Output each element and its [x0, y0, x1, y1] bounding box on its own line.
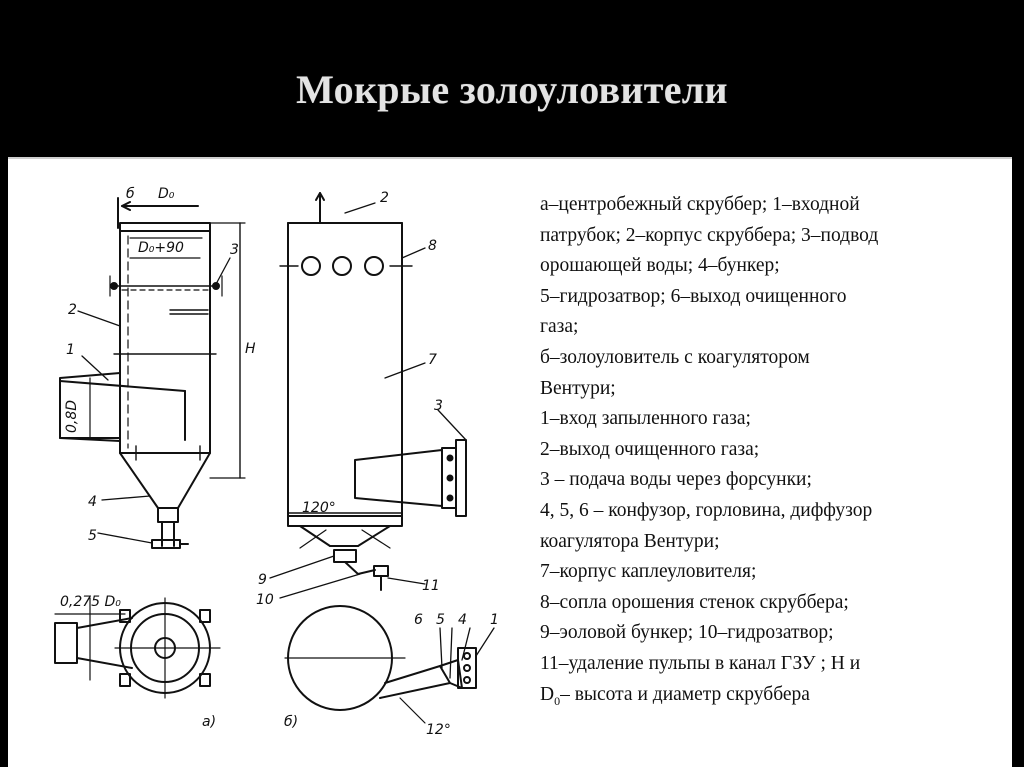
label-2-right: 2	[380, 190, 389, 206]
technical-drawing: б D₀ D₀+90 3 2 1 0,8D H 4 5 2 8 7 3 120°…	[54, 186, 499, 738]
label-9: 9	[258, 572, 267, 588]
label-inlet-width: 0,8D	[64, 400, 80, 433]
label-d0-plus-90: D₀+90	[138, 240, 184, 256]
scrubber-plan	[54, 597, 221, 699]
label-angle-120: 120°	[302, 500, 336, 516]
caption-line-6: б–золоуловитель с коагулятором	[540, 346, 810, 368]
caption-line-12: коагулятора Вентури;	[540, 530, 720, 552]
panel-divider	[8, 157, 1012, 159]
label-1-left: 1	[66, 342, 75, 358]
label-4-bottom: 4	[458, 612, 467, 628]
label-h: H	[245, 341, 256, 357]
caption-line-10: 3 – подача воды через форсунки;	[540, 469, 812, 491]
label-7: 7	[428, 352, 437, 368]
caption-last-suffix: – высота и диаметр скруббера	[560, 683, 810, 705]
caption-line-16: 11–удаление пульпы в канал ГЗУ ; Н и	[540, 652, 861, 674]
label-11: 11	[422, 578, 440, 594]
caption-last-prefix: D	[540, 683, 555, 705]
slide-title: Мокрые золоуловители	[296, 67, 728, 112]
label-5-left: 5	[88, 528, 97, 544]
label-view-a: а)	[202, 714, 216, 730]
content-panel	[8, 158, 1012, 767]
label-plan-dim: 0,275 D₀	[60, 594, 121, 610]
caption-line-13: 7–корпус каплеуловителя;	[540, 561, 757, 583]
label-8: 8	[428, 238, 437, 254]
label-d0: D₀	[158, 186, 175, 202]
label-6-bottom: 6	[414, 612, 423, 628]
label-view-b: б)	[284, 714, 298, 730]
slide-header	[0, 0, 1024, 158]
caption-line-11: 4, 5, 6 – конфузор, горловина, диффузор	[540, 499, 873, 521]
label-5-bottom: 5	[436, 612, 445, 628]
caption-line-17: D0– высота и диаметр скруббера	[540, 680, 1000, 711]
caption-line-7: Вентури;	[540, 377, 616, 399]
caption-line-14: 8–сопла орошения стенок скруббера;	[540, 591, 849, 613]
label-3-right: 3	[434, 398, 443, 414]
caption-line-9: 2–выход очищенного газа;	[540, 438, 760, 460]
label-b: б	[126, 186, 135, 202]
label-angle-12: 12°	[426, 722, 451, 738]
label-10: 10	[256, 592, 274, 608]
caption-line-5: газа;	[540, 316, 579, 338]
caption-text: а–центробежный скруббер; 1–входной патру…	[540, 190, 1000, 710]
scrubber-elevation	[59, 197, 246, 549]
label-1-bottom: 1	[490, 612, 499, 628]
venturi-elevation	[269, 192, 467, 599]
caption-line-3: орошающей воды; 4–бункер;	[540, 255, 780, 277]
caption-line-15: 9–эоловой бункер; 10–гидрозатвор;	[540, 622, 834, 644]
venturi-plan	[284, 605, 495, 724]
label-2-left: 2	[68, 302, 77, 318]
caption-line-2: патрубок; 2–корпус скруббера; 3–подвод	[540, 224, 879, 246]
caption-line-8: 1–вход запыленного газа;	[540, 408, 751, 430]
caption-last-subscript: 0	[554, 693, 561, 708]
caption-line-4: 5–гидрозатвор; 6–выход очищенного	[540, 285, 847, 307]
caption-line-1: а–центробежный скруббер; 1–входной	[540, 194, 860, 215]
label-3-top: 3	[230, 242, 239, 258]
label-4-left: 4	[88, 494, 97, 510]
